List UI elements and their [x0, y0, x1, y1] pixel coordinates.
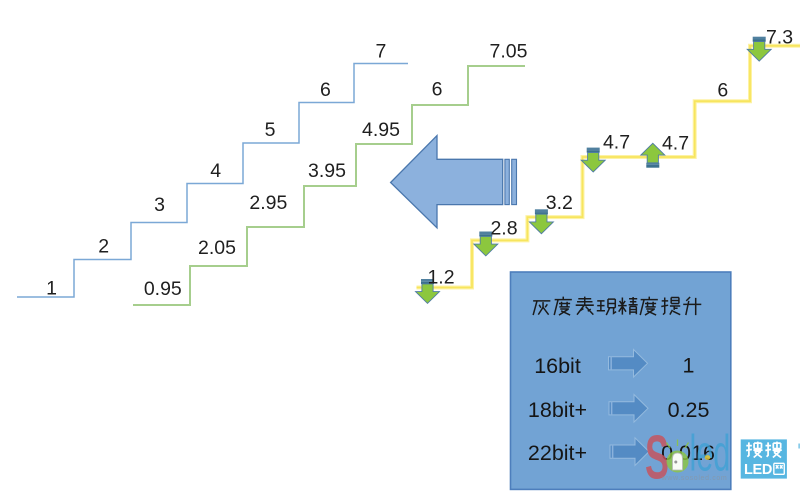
- svg-text:6: 6: [432, 79, 443, 101]
- svg-text:0.25: 0.25: [668, 398, 710, 422]
- svg-text:2.8: 2.8: [490, 218, 517, 240]
- svg-text:1.2: 1.2: [427, 266, 454, 288]
- svg-text:2.95: 2.95: [249, 192, 287, 214]
- svg-text:4: 4: [210, 160, 221, 182]
- svg-text:2.05: 2.05: [198, 237, 236, 259]
- svg-text:www.sosoled.com: www.sosoled.com: [661, 475, 728, 482]
- svg-text:7.3: 7.3: [766, 27, 793, 49]
- svg-text:4.95: 4.95: [362, 119, 400, 141]
- svg-text:LED: LED: [744, 462, 772, 478]
- svg-text:16bit: 16bit: [534, 354, 581, 378]
- svg-text:S: S: [645, 422, 669, 492]
- svg-text:1: 1: [46, 277, 57, 299]
- svg-text:2: 2: [98, 236, 109, 258]
- svg-text:6: 6: [320, 79, 331, 101]
- svg-text:7.05: 7.05: [490, 41, 528, 63]
- svg-text:3.2: 3.2: [546, 192, 573, 214]
- svg-text:0.95: 0.95: [144, 278, 182, 300]
- svg-text:22bit+: 22bit+: [528, 441, 587, 465]
- svg-text:led: led: [690, 424, 731, 481]
- svg-text:4.7: 4.7: [662, 132, 689, 154]
- svg-text:5: 5: [265, 119, 276, 141]
- svg-text:18bit+: 18bit+: [528, 398, 587, 422]
- svg-text:4.7: 4.7: [603, 131, 630, 153]
- svg-text:3: 3: [154, 194, 165, 216]
- svg-text:7: 7: [375, 41, 386, 63]
- svg-text:3.95: 3.95: [308, 160, 346, 182]
- svg-text:6: 6: [717, 79, 728, 101]
- svg-text:1: 1: [683, 354, 695, 378]
